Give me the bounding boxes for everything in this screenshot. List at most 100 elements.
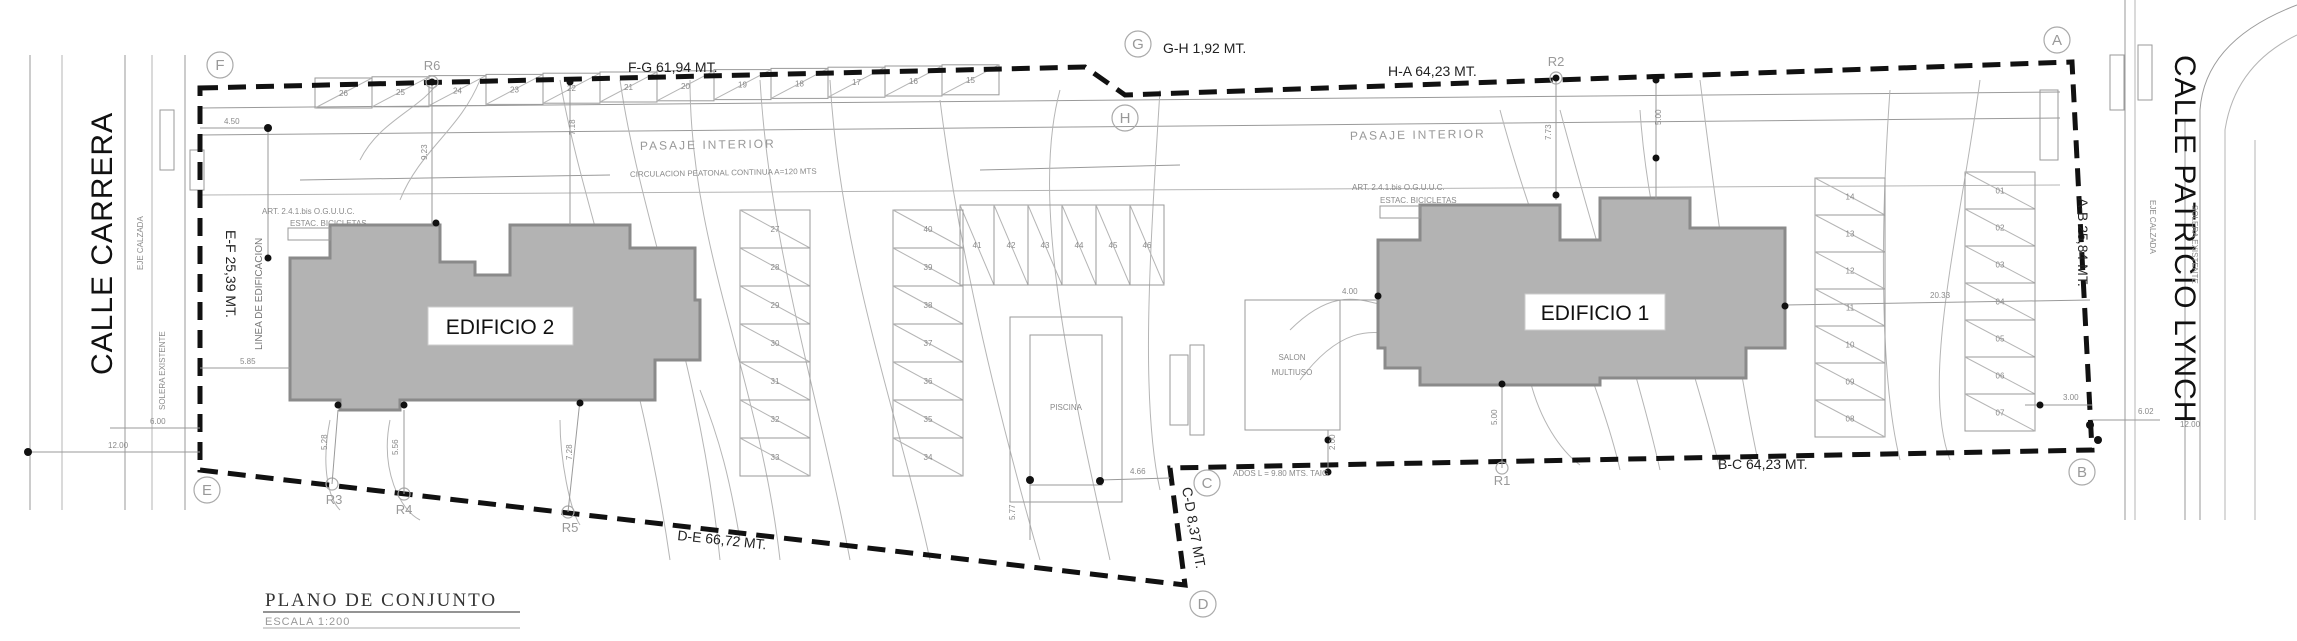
- right-curb-label: SOLERA EXISTENTE: [2190, 205, 2199, 284]
- left-axis-label: EJE CALZADA: [136, 216, 145, 270]
- dim-200: 2.00: [1328, 434, 1337, 450]
- parking-right2-number: 02: [1996, 224, 2005, 233]
- parking-col-a-stall: [739, 437, 811, 477]
- vertex-c: C: [1202, 475, 1213, 492]
- parking-top-number: 26: [339, 89, 348, 98]
- parking-top-number: 24: [453, 87, 462, 96]
- dim-773: 7.73: [1544, 124, 1553, 140]
- adoss-label: ADOS L = 9.80 MTS. TAIG: [1233, 469, 1328, 478]
- parking-right1-stall: [1814, 399, 1886, 438]
- label-d-e: D-E 66,72 MT.: [677, 527, 768, 552]
- building-edificio-2: EDIFICIO 2: [288, 223, 702, 412]
- parking-col-b-number: 36: [924, 377, 933, 386]
- parking-top-number: 20: [681, 82, 690, 91]
- parking-top-number: 16: [909, 77, 918, 86]
- parking-col-b-number: 38: [924, 301, 933, 310]
- parking-right1-number: 11: [1846, 304, 1855, 313]
- parking-right2-number: 07: [1996, 409, 2005, 418]
- label-e-f: E-F 25,39 MT.: [223, 230, 239, 318]
- dim-466: 4.66: [1130, 467, 1146, 476]
- parking-top-number: 17: [852, 78, 861, 87]
- dim-602: 6.02: [2138, 407, 2154, 416]
- label-f-g: F-G 61,94 MT.: [628, 59, 717, 75]
- parking-mid-number: 46: [1143, 241, 1152, 250]
- parking-top-number: 25: [396, 88, 405, 97]
- parking-top-stall: [941, 64, 1000, 96]
- pasaje-interior-1: PASAJE INTERIOR: [640, 137, 776, 153]
- ref-r2: R2: [1548, 54, 1565, 69]
- parking-right1-number: 14: [1846, 193, 1855, 202]
- label-g-h: G-H 1,92 MT.: [1163, 40, 1246, 56]
- parking-column-right2: 01 02 03 04 05 06 07: [1964, 171, 2036, 432]
- pool-label: PISCINA: [1050, 403, 1083, 412]
- pool-area: PISCINA: [1009, 316, 1123, 503]
- label-b-c: B-C 64,23 MT.: [1718, 456, 1807, 472]
- ref-r3: R3: [326, 492, 343, 507]
- parking-top-number: 23: [510, 85, 519, 94]
- parking-col-a-number: 28: [771, 263, 780, 272]
- dim-556: 5.56: [391, 439, 400, 455]
- parking-mid-stall: [1129, 204, 1165, 286]
- parking-top-number: 18: [795, 79, 804, 88]
- ref-r5: R5: [562, 520, 579, 535]
- parking-mid-number: 45: [1109, 241, 1118, 250]
- building-2-label: EDIFICIO 2: [446, 316, 555, 339]
- area-labels: PASAJE INTERIOR PASAJE INTERIOR CIRCULAC…: [254, 127, 1486, 478]
- dim-300: 3.00: [2063, 393, 2079, 402]
- building-1-label: EDIFICIO 1: [1541, 302, 1650, 325]
- parking-right2-number: 06: [1996, 372, 2005, 381]
- dim-718: 7.18: [568, 119, 577, 135]
- parking-right2-number: 03: [1996, 261, 2005, 270]
- dim-2033: 20.33: [1930, 291, 1951, 300]
- parking-right2-number: 05: [1996, 335, 2005, 344]
- dim-923: 9.23: [420, 144, 429, 160]
- salon-label-1: SALON: [1278, 353, 1305, 362]
- left-street-lines: [29, 55, 205, 510]
- right-street-lines: [2039, 0, 2297, 520]
- parking-top-number: 15: [966, 76, 975, 85]
- label-a-b: A-B 25,84 MT.: [2075, 198, 2091, 287]
- dimension-texts: 4.50 5.85 6.00 12.00 4.00 20.33 3.00 6.0…: [108, 109, 2201, 520]
- art-label-1: ART. 2.4.1.bis O.G.U.U.C.: [262, 207, 355, 216]
- estac-label-1: ESTAC. BICICLETAS: [290, 219, 367, 228]
- street-right-name: CALLE PATRICIO LYNCH: [2168, 55, 2201, 423]
- vertex-b: B: [2077, 464, 2087, 481]
- parking-top-number: 19: [738, 81, 747, 90]
- parking-right1-number: 10: [1846, 341, 1855, 350]
- parking-col-b-number: 37: [924, 339, 933, 348]
- dim-500a: 5.00: [1654, 109, 1663, 125]
- parking-col-a-number: 30: [771, 339, 780, 348]
- parking-col-b-number: 39: [924, 263, 933, 272]
- parking-top-number: 22: [567, 84, 576, 93]
- ref-r6: R6: [424, 58, 441, 73]
- reference-points: R6 R2 R1 R3 R4 R5: [325, 54, 1565, 535]
- vertex-f: F: [215, 57, 224, 74]
- estac-label-2: ESTAC. BICICLETAS: [1380, 196, 1457, 205]
- dimension-lines: [28, 78, 2160, 540]
- parking-right1-number: 09: [1846, 378, 1855, 387]
- parking-right1-number: 13: [1846, 230, 1855, 239]
- dim-500b: 5.00: [1490, 409, 1499, 425]
- parking-col-a-number: 33: [771, 453, 780, 462]
- pasaje-interior-2: PASAJE INTERIOR: [1350, 127, 1486, 143]
- vertex-d: D: [1198, 596, 1209, 613]
- parking-col-b-number: 40: [924, 225, 933, 234]
- dim-600: 6.00: [150, 417, 166, 426]
- left-curb-label: SOLERA EXISTENTE: [158, 331, 167, 410]
- parking-col-b-stall: [892, 437, 964, 477]
- parking-right1-number: 08: [1846, 415, 1855, 424]
- vertex-e: E: [202, 482, 212, 499]
- parking-col-b-number: 34: [924, 453, 933, 462]
- ref-r4: R4: [396, 502, 413, 517]
- parking-right2-number: 04: [1996, 298, 2005, 307]
- salon-area: SALON MULTIUSO: [1169, 299, 1341, 436]
- bicycle-racks: [287, 205, 1421, 241]
- label-h-a: H-A 64,23 MT.: [1388, 63, 1477, 79]
- parking-right2-number: 01: [1996, 187, 2005, 196]
- vertex-markers: F G H A B C D E: [193, 26, 2096, 618]
